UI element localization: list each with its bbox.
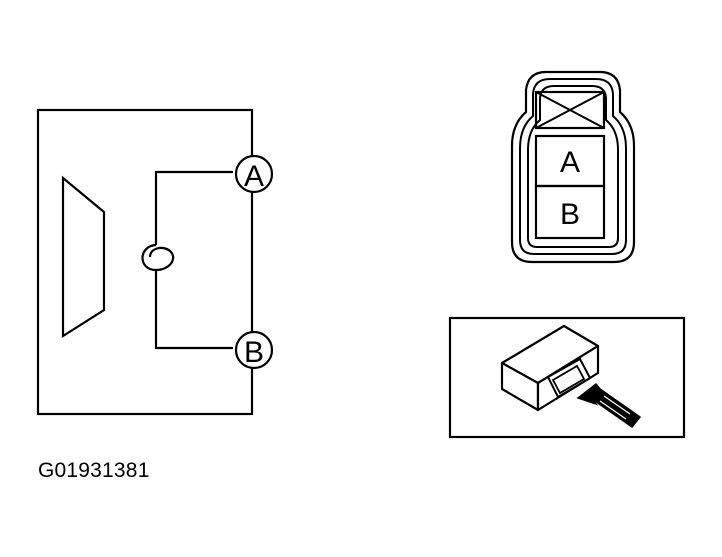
connector-face-view <box>510 70 636 264</box>
terminal-a-label: A <box>244 160 264 193</box>
terminal-a-circle <box>234 154 274 194</box>
pin-b-label: B <box>560 198 580 231</box>
view-arrow-hatch-1 <box>603 395 631 415</box>
connector-outline-inner <box>527 85 619 248</box>
coil-wire-top <box>154 170 233 245</box>
horn-speaker-symbol <box>61 175 106 339</box>
terminal-b-label: B <box>244 336 264 369</box>
blanked-cavity <box>534 90 606 130</box>
pin-b-cavity <box>534 184 606 240</box>
terminal-b-circle <box>234 330 274 370</box>
view-arrow-hatch-2 <box>599 400 627 420</box>
component-schematic <box>36 108 274 416</box>
component-housing <box>36 108 254 416</box>
coil-loop <box>141 243 175 272</box>
view-arrow-icon <box>576 382 642 429</box>
coil-wire-bottom <box>154 270 233 350</box>
connector-outline-outer <box>510 70 636 264</box>
connector-locator-box <box>448 316 686 439</box>
connector-outline-mid <box>519 78 627 255</box>
connector-plug-inner <box>551 364 586 395</box>
blanked-cavity-cross-2 <box>535 91 605 129</box>
pin-a-label: A <box>560 146 580 179</box>
figure-id: G01931381 <box>38 459 150 482</box>
